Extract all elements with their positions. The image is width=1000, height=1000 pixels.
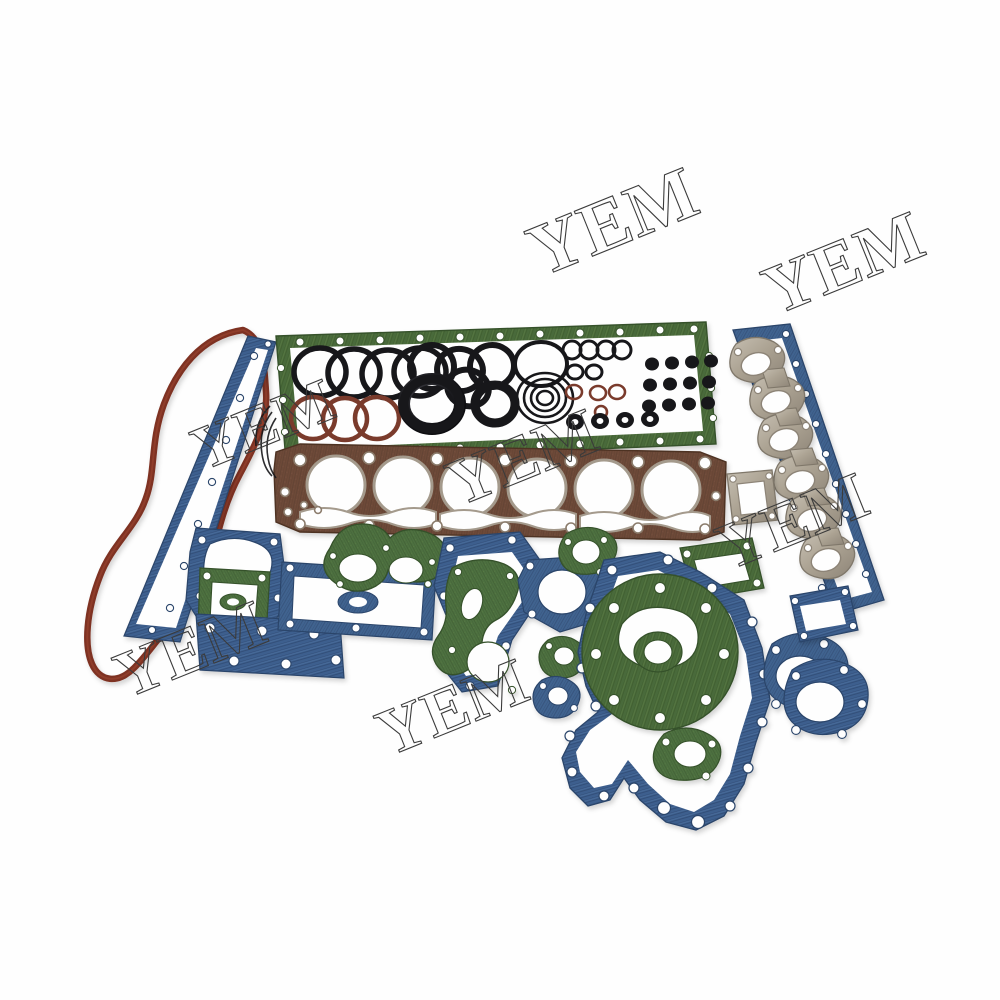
oil-pan-rubber-seal [84,326,270,682]
timing-gear-gaskets [431,526,618,719]
water-inlet-gasket [652,727,722,781]
thermostat-gasket [726,469,779,526]
crank-seal-small [470,380,520,428]
head-gasket [273,443,727,541]
misc-blue-gaskets-left [185,523,448,679]
cylinder-bores [305,454,702,521]
oil-pump-gasket [558,526,618,576]
oring-set [288,339,718,443]
intake-figure8-gasket [323,523,448,592]
flywheel-housing-gasket [581,573,739,731]
valve-cover-gasket-left [123,335,277,643]
water-pump-gaskets [763,632,869,739]
water-jacket-openings [299,507,711,533]
side-cover-gasket-small [789,585,859,643]
exhaust-manifold-gaskets [729,336,856,580]
thin-wire-seals [254,405,277,479]
rubber-grommets [642,354,718,413]
small-oval-gaskets [532,635,587,719]
crank-seal-large [398,373,466,435]
valve-stem-seals [566,411,659,430]
idler-gear-gasket [431,559,520,695]
